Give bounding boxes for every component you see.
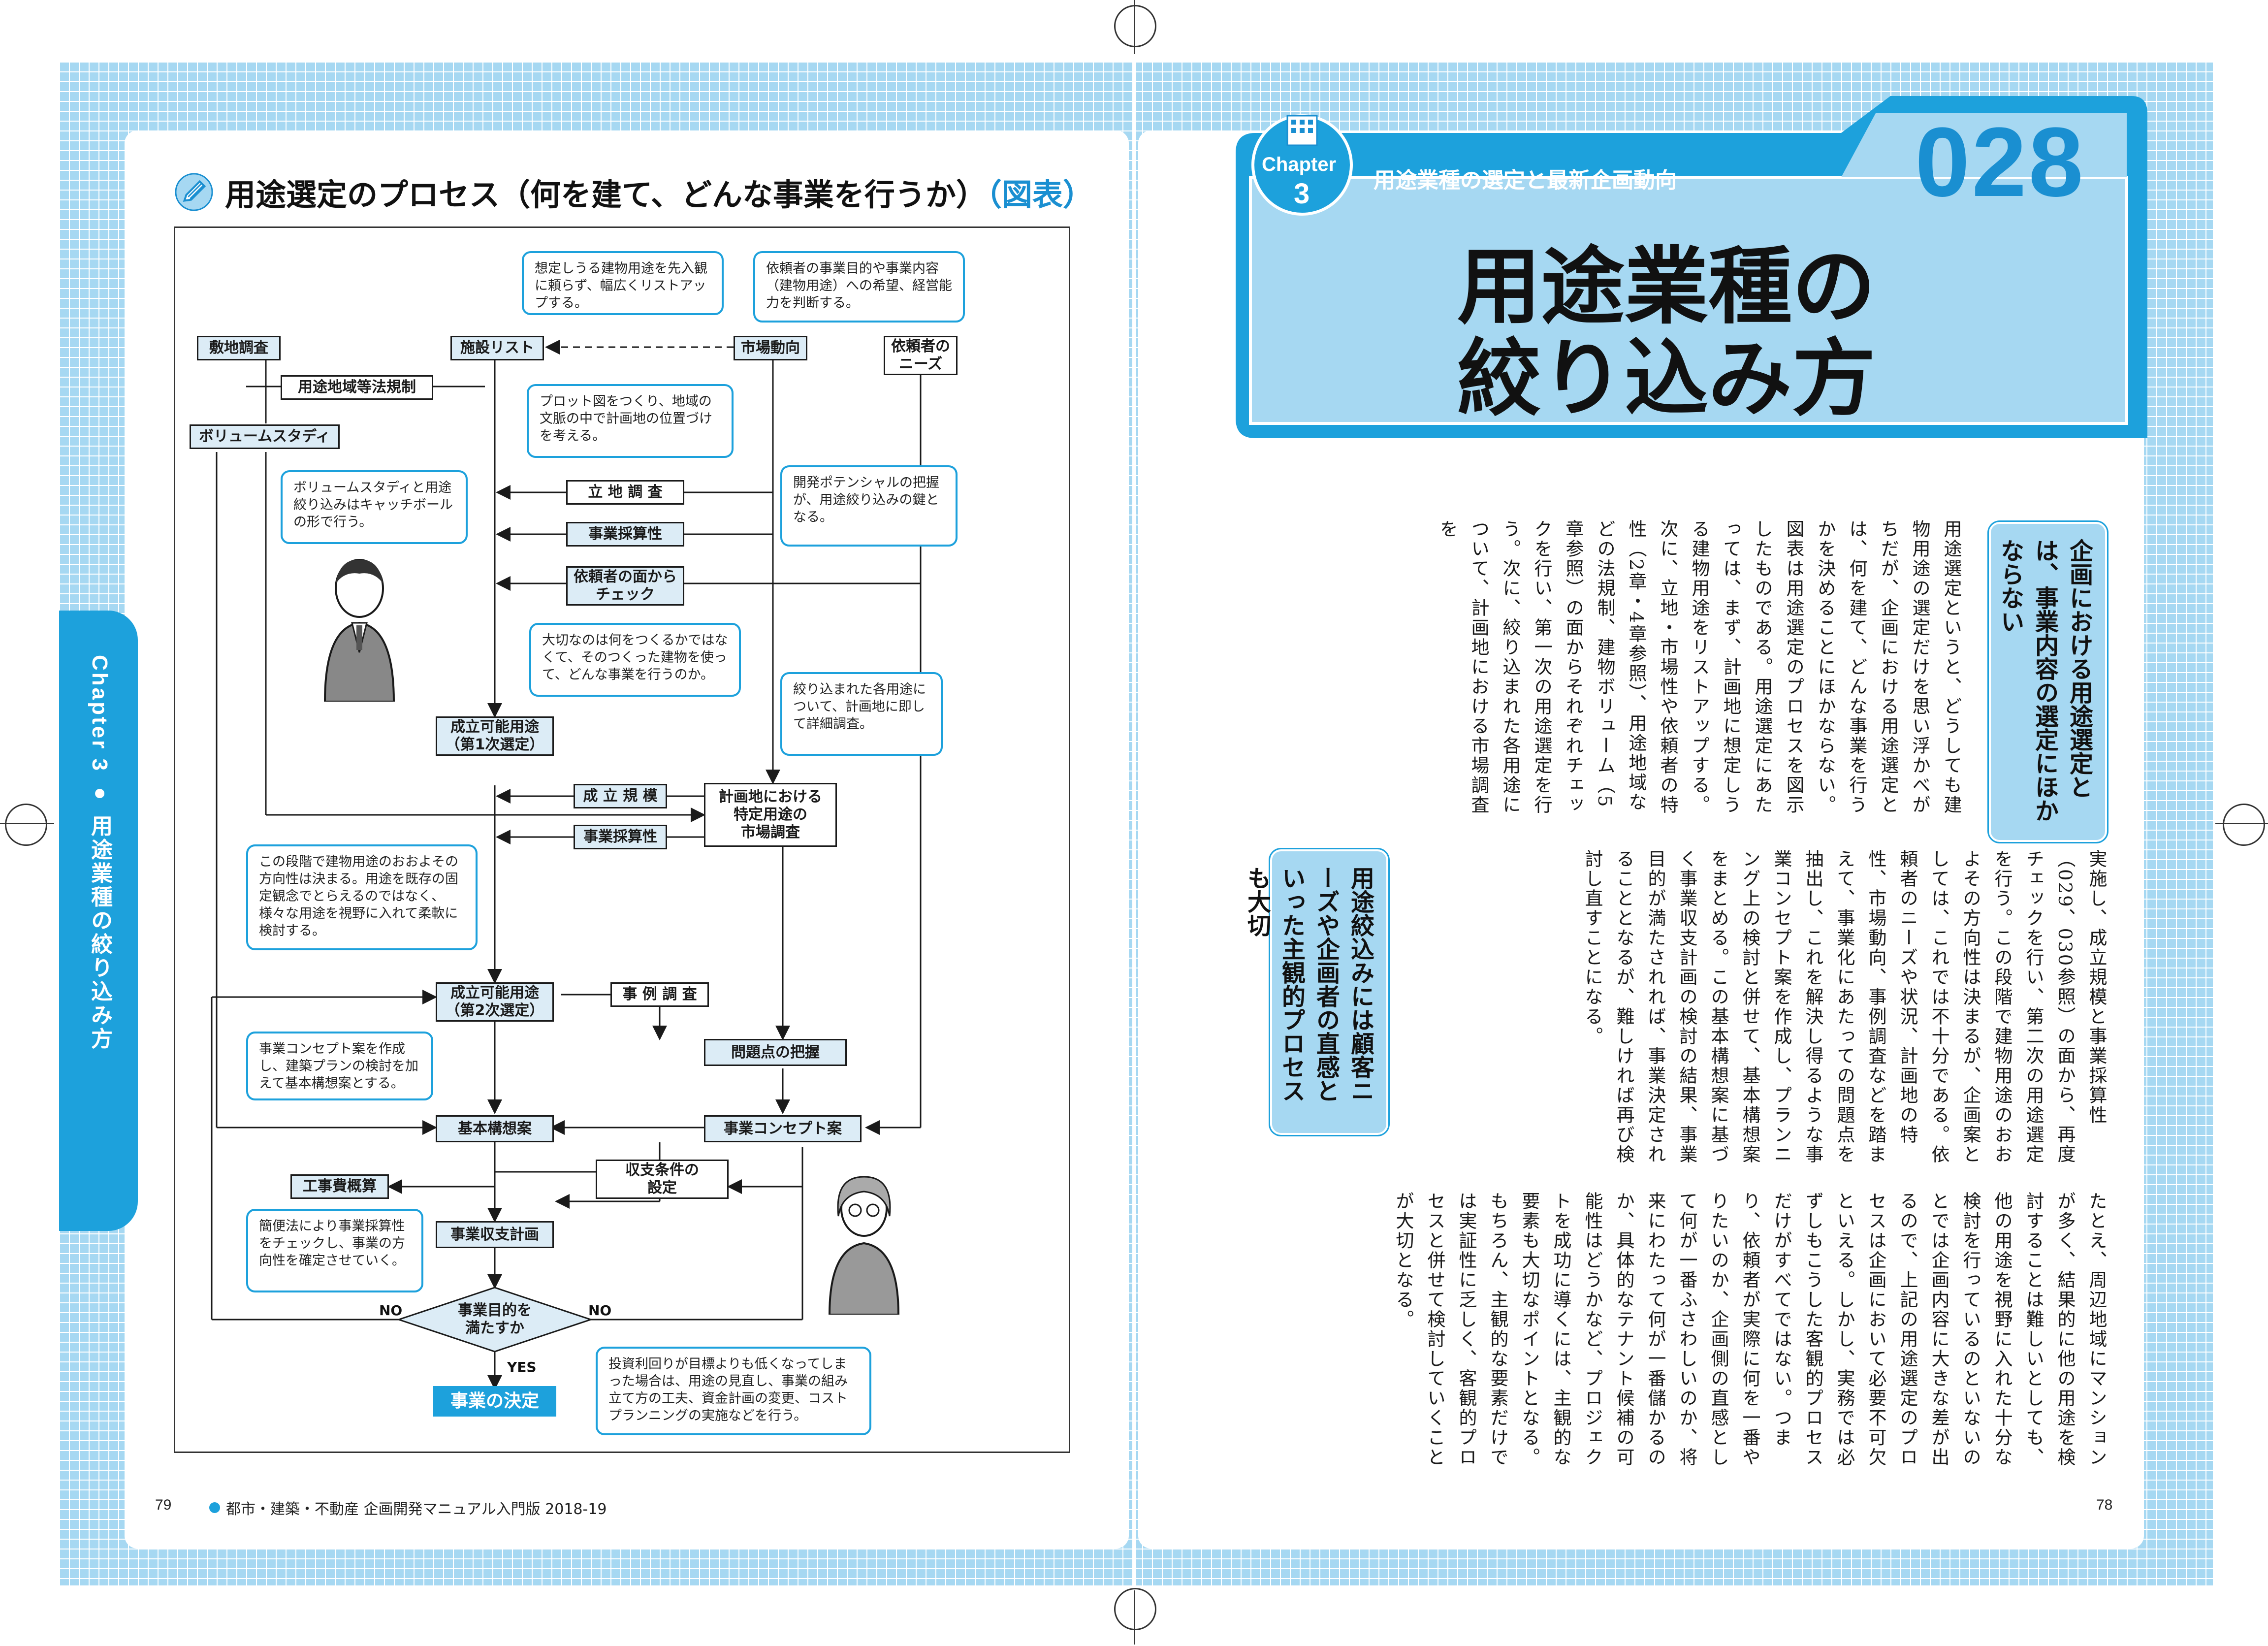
figure-title-text: 用途選定のプロセス（何を建て、どんな事業を行うか） bbox=[225, 177, 987, 213]
spine-divider bbox=[1132, 62, 1136, 1585]
label-no-left: NO bbox=[379, 1302, 403, 1319]
crop-mark-top-left bbox=[1114, 5, 1156, 47]
node-mondai: 問題点の把握 bbox=[704, 1039, 847, 1066]
node-shijo: 市場動向 bbox=[734, 336, 807, 360]
node-shushi-keikaku: 事業収支計画 bbox=[436, 1221, 554, 1248]
section-number: 028 bbox=[1915, 107, 2085, 217]
crop-mark-left bbox=[5, 804, 47, 846]
body-text-middle: 実施し、成立規模と事業採算性（029、030参照）の面から、再度チェックを行い、… bbox=[1582, 849, 2107, 1164]
chapter-tab-label: Chapter 3 ● 用途業種の絞り込み方 bbox=[88, 655, 112, 1051]
node-seiritsu-2: 成立可能用途 （第2次選定） bbox=[436, 982, 554, 1022]
node-kihon-koso: 基本構想案 bbox=[436, 1115, 554, 1142]
figure-heading: 用途選定のプロセス（何を建て、どんな事業を行うか）（図表） bbox=[175, 170, 1093, 214]
node-shikichi: 敷地調査 bbox=[197, 336, 281, 360]
node-volume-study: ボリュームスタディ bbox=[190, 424, 340, 449]
section-title-line1: 用途業種の bbox=[1457, 238, 1876, 336]
body-text-bottom: たとえ、周辺地域にマンションが多く、結果的に他の用途を検討することは難しいとして… bbox=[1393, 1192, 2107, 1467]
callout-shisetsu: 想定しうる建物用途を先入観に頼らず、幅広くリストアップする。 bbox=[522, 251, 724, 315]
node-seiritsu-kibo: 成 立 規 模 bbox=[574, 784, 667, 808]
callout-kanben: 簡便法により事業採算性をチェックし、事業の方向性を確定させていく。 bbox=[246, 1209, 423, 1292]
node-seiritsu-1: 成立可能用途 （第1次選定） bbox=[436, 716, 554, 756]
callout-dankai: この段階で建物用途のおおよその方向性は決まる。用途を既存の固定観念でとらえるので… bbox=[246, 844, 478, 950]
crop-mark-top-center bbox=[1114, 1588, 1156, 1630]
pencil-icon bbox=[175, 173, 213, 211]
sidebar-heading-2: 用途絞込みには顧客ニーズや企画者の直感といった主観的プロセスも大切 bbox=[1243, 849, 1388, 1135]
callout-volume: ボリュームスタディと用途絞り込みはキャッチボールの形で行う。 bbox=[281, 470, 468, 544]
node-decision-label: 事業目的を 満たすか bbox=[458, 1302, 532, 1337]
section-subtitle: 用途業種の選定と最新企画動向 bbox=[1374, 168, 1677, 193]
callout-taisetsu: 大切なのは何をつくるかではなくて、そのつくった建物を使って、どんな事業を行うのか… bbox=[529, 623, 741, 697]
flowchart-frame bbox=[174, 226, 1070, 1453]
footer-book-title: 都市・建築・不動産 企画開発マニュアル入門版 2018-19 bbox=[209, 1497, 607, 1518]
bullet-icon bbox=[209, 1502, 220, 1513]
section-title: 用途業種の 絞り込み方 bbox=[1457, 241, 1876, 425]
crop-line bbox=[1134, 1590, 1135, 1645]
node-jigyo-saisan-1: 事業採算性 bbox=[566, 522, 684, 547]
node-keikaku-chosa: 計画地における 特定用途の 市場調査 bbox=[704, 783, 837, 847]
node-iraisha-needs: 依頼者の ニーズ bbox=[884, 336, 958, 375]
callout-potential: 開発ポテンシャルの把握が、用途絞り込みの鍵となる。 bbox=[780, 465, 958, 547]
crop-mark-right bbox=[2223, 804, 2265, 846]
callout-plot: プロット図をつくり、地域の文脈の中で計画地の位置づけを考える。 bbox=[527, 384, 734, 458]
decision-diamond bbox=[396, 1287, 593, 1353]
node-jirei: 事 例 調 査 bbox=[610, 982, 709, 1007]
callout-iraisha: 依頼者の事業目的や事業内容（建物用途）への希望、経営能力を判断する。 bbox=[753, 251, 965, 323]
section-title-line2: 絞り込み方 bbox=[1457, 330, 1876, 428]
businessman-illustration bbox=[323, 559, 395, 702]
chapter-badge-label: Chapter bbox=[1262, 154, 1337, 175]
label-yes: YES bbox=[507, 1359, 537, 1375]
page-number-left: 79 bbox=[155, 1497, 172, 1513]
figure-ref: （図表） bbox=[986, 177, 1093, 213]
figure-title: 用途選定のプロセス（何を建て、どんな事業を行うか）（図表） bbox=[225, 170, 1093, 214]
chapter-tab bbox=[59, 611, 138, 1231]
node-yoto-hoki: 用途地域等法規制 bbox=[281, 375, 433, 400]
sidebar-heading-1: 企画における用途選定とは、事業内容の選定にほかならない bbox=[1989, 522, 2107, 842]
footer-text: 都市・建築・不動産 企画開発マニュアル入門版 2018-19 bbox=[226, 1501, 607, 1518]
crop-line bbox=[1134, 0, 1135, 54]
page-number-right: 78 bbox=[2096, 1497, 2113, 1513]
node-iraisha-check: 依頼者の面から チェック bbox=[566, 566, 684, 606]
crop-line bbox=[2215, 823, 2268, 824]
callout-toshi: 投資利回りが目標よりも低くなってしまった場合は、用途の見直し、事業の組み立て方の… bbox=[596, 1347, 871, 1435]
section-header-band bbox=[1236, 96, 2147, 438]
label-no-right: NO bbox=[588, 1302, 612, 1319]
node-shushi-joken: 収支条件の 設定 bbox=[596, 1160, 729, 1199]
node-jigyo-saisan-2: 事業採算性 bbox=[574, 825, 667, 849]
node-final-decision: 事業の決定 bbox=[433, 1386, 556, 1417]
callout-concept: 事業コンセプト案を作成し、建築プランの検討を加えて基本構想案とする。 bbox=[246, 1032, 433, 1100]
node-shisetsu-list: 施設リスト bbox=[450, 336, 544, 360]
node-ritchi: 立 地 調 査 bbox=[566, 480, 684, 505]
callout-shibori: 絞り込まれた各用途について、計画地に即して詳細調査。 bbox=[780, 672, 943, 756]
body-text-upper: 用途選定というと、どうしても建物用途の選定だけを思い浮かべがちだが、企画における… bbox=[1437, 519, 1962, 815]
businesswoman-illustration bbox=[828, 1176, 900, 1315]
node-kojihi: 工事費概算 bbox=[290, 1174, 389, 1199]
node-concept: 事業コンセプト案 bbox=[704, 1115, 862, 1142]
chapter-badge bbox=[1251, 114, 1353, 216]
crop-line bbox=[0, 823, 54, 824]
chapter-badge-number: 3 bbox=[1294, 178, 1310, 210]
